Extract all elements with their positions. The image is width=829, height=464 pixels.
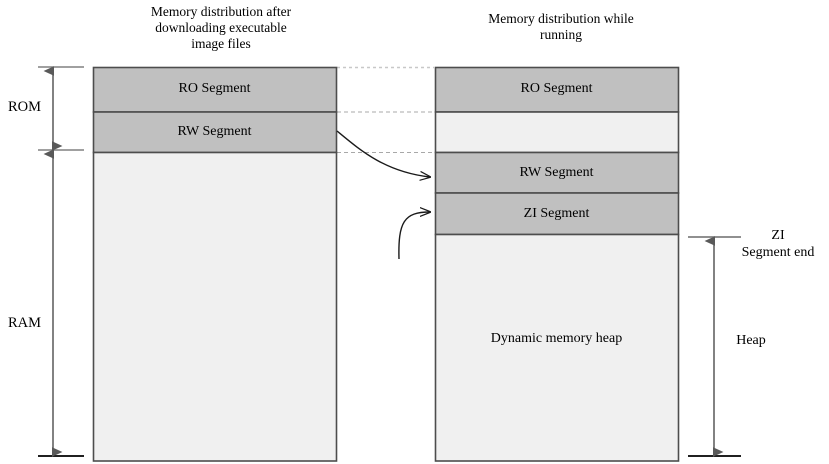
left-ro-segment-rect	[92, 66, 338, 113]
guide-lines	[337, 66, 434, 153]
right-ro-segment-label: RO Segment	[520, 81, 593, 96]
right-empty-gap-rect	[434, 111, 680, 154]
left-axis-group	[38, 66, 84, 457]
heap-axis-label: Heap	[736, 333, 766, 348]
right-ro-segment-rect	[434, 66, 680, 113]
right-rw-segment-rect	[434, 151, 680, 194]
left-empty-region-rect	[92, 151, 338, 462]
zi-creation-curve	[398, 212, 430, 260]
right-axis-group	[688, 236, 741, 457]
migration-arrows	[336, 130, 430, 260]
rw-migration-curve	[336, 130, 430, 177]
right-heap-rect	[434, 233, 680, 462]
right-memory-block	[434, 66, 680, 462]
ram-axis-label: RAM	[8, 315, 42, 331]
right-rw-segment-label: RW Segment	[519, 165, 594, 180]
left-block-title: Memory distribution after downloading ex…	[150, 4, 292, 51]
left-rw-segment-label: RW Segment	[177, 124, 252, 139]
rom-axis-label: ROM	[8, 99, 42, 115]
right-block-title: Memory distribution while running	[488, 11, 634, 42]
zi-segment-end-label: ZI Segment end	[741, 228, 815, 260]
left-ro-segment-label: RO Segment	[178, 81, 251, 96]
dynamic-memory-heap-label: Dynamic memory heap	[490, 331, 623, 346]
right-zi-segment-rect	[434, 192, 680, 236]
left-memory-block	[92, 66, 338, 462]
left-rw-segment-rect	[92, 111, 338, 154]
right-zi-segment-label: ZI Segment	[523, 206, 590, 221]
